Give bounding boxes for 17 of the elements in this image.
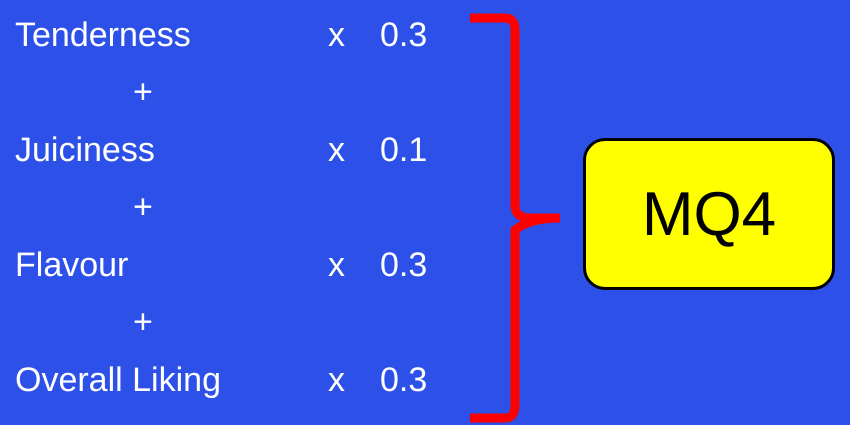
multiply-sign: x [328, 360, 345, 400]
plus-sign: + [133, 187, 153, 227]
weight-value: 0.3 [380, 15, 428, 55]
multiply-sign: x [328, 245, 345, 285]
result-label: MQ4 [642, 178, 776, 250]
multiply-sign: x [328, 15, 345, 55]
term-name: Tenderness [15, 15, 191, 55]
weight-value: 0.1 [380, 130, 428, 170]
plus-sign: + [133, 72, 153, 112]
multiply-sign: x [328, 130, 345, 170]
plus-sign: + [133, 302, 153, 342]
term-name: Juiciness [15, 130, 155, 170]
term-name: Flavour [15, 245, 128, 285]
weight-value: 0.3 [380, 245, 428, 285]
weight-value: 0.3 [380, 360, 428, 400]
term-name: Overall Liking [15, 360, 221, 400]
result-box [583, 138, 835, 290]
